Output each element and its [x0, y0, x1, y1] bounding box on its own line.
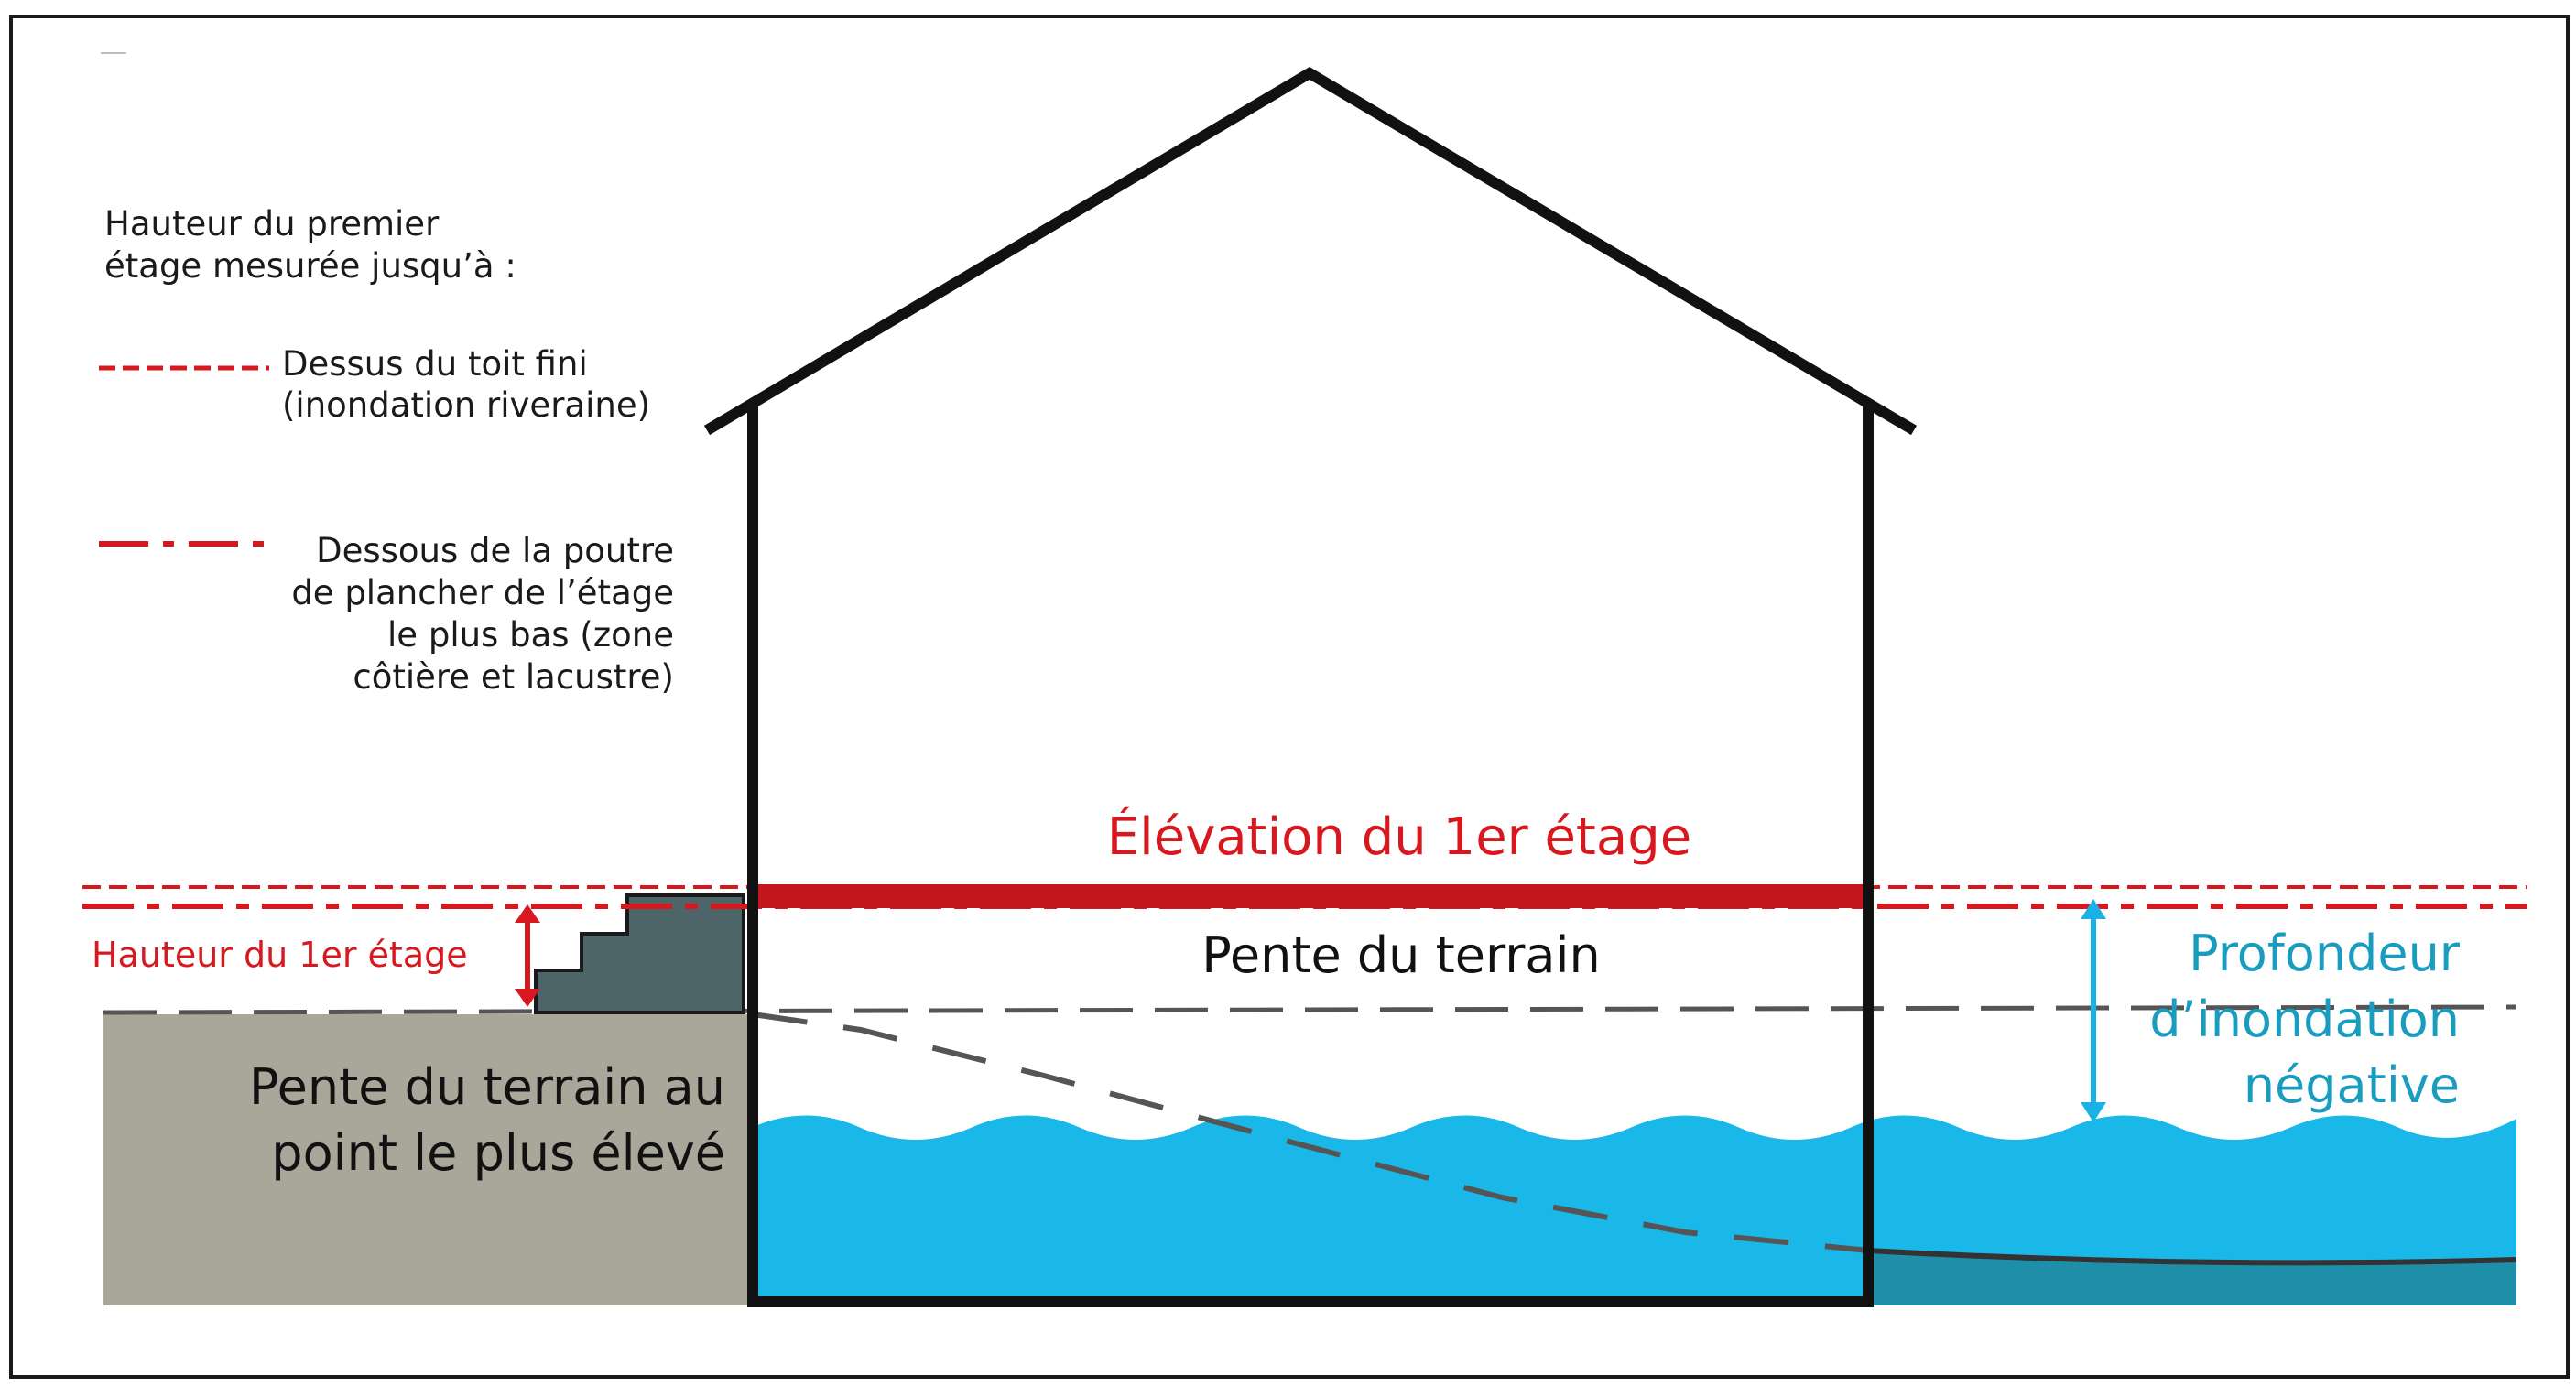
first-floor-height-arrow — [515, 904, 540, 1007]
legend-item-1-line-1: Dessus du toit fini — [282, 344, 588, 384]
legend-item-2-line-3: le plus bas (zone — [387, 615, 674, 655]
grade-level-line — [103, 1004, 2517, 1015]
house-roof — [703, 67, 1918, 436]
legend-item-2-line-1: Dessous de la poutre — [316, 531, 674, 570]
negative-flood-depth-arrow — [2081, 899, 2106, 1122]
terrain-slope-label: Pente du terrain — [1201, 926, 1600, 984]
negative-flood-depth-label-line-1: Profondeur — [2189, 925, 2461, 982]
negative-flood-depth-label-line-2: d’inondation — [2149, 991, 2460, 1048]
house-outline — [703, 67, 1918, 1307]
negative-flood-depth-label-line-3: négative — [2244, 1056, 2460, 1114]
legend-item-2-line-2: de plancher de l’étage — [291, 573, 674, 612]
legend-item-1-line-2: (inondation riveraine) — [282, 385, 650, 425]
legend-title-line-1: Hauteur du premier — [104, 204, 440, 244]
high-point-slope-label-line-2: point le plus élevé — [271, 1124, 725, 1182]
submerged-ground-line — [1867, 1248, 2517, 1266]
legend-item-2-line-4: côtière et lacustre) — [353, 657, 674, 697]
legend-title-line-2: étage mesurée jusqu’à : — [104, 246, 516, 286]
high-ground — [103, 1014, 750, 1305]
high-point-slope-label-line-1: Pente du terrain au — [249, 1058, 725, 1116]
first-floor-level-band — [753, 884, 1868, 908]
first-floor-elevation-label: Élévation du 1er étage — [1107, 807, 1691, 867]
terrain-slope-line — [752, 1012, 1869, 1253]
first-floor-height-label: Hauteur du 1er étage — [92, 935, 468, 975]
entry-stairs — [534, 893, 745, 1014]
